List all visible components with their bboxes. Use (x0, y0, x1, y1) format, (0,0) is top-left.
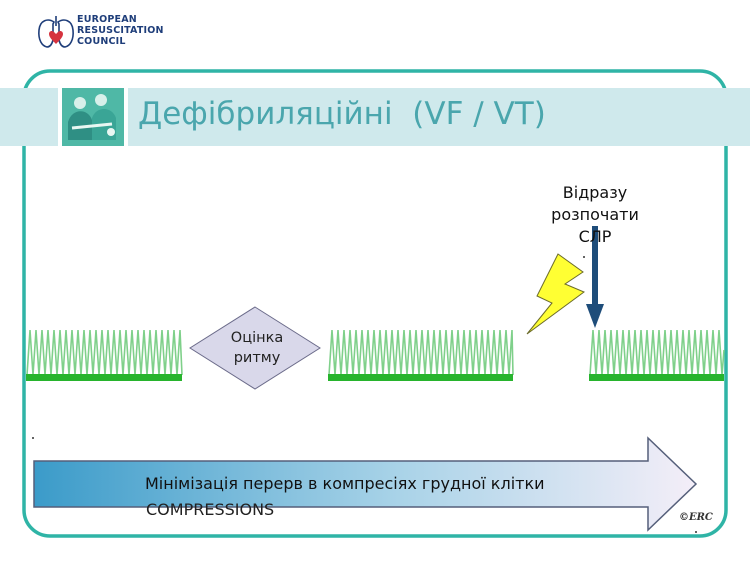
title-band-main (128, 88, 750, 146)
erc-signature: ©ERC (679, 512, 713, 523)
slide-title: Дефібриляційні (VF / VT) (138, 96, 546, 132)
title-band (0, 88, 58, 146)
lightning-bolt-icon (526, 253, 586, 335)
compressions-segment-3 (589, 329, 725, 381)
erc-logo-text: EUROPEAN RESUSCITATION COUNCIL (77, 14, 164, 47)
stray-dot (583, 256, 585, 258)
compressions-segment-1 (26, 329, 183, 381)
slide-frame (22, 69, 728, 538)
rhythm-check-label: Оцінка ритму (205, 328, 309, 368)
arrow-message: Мінімізація перерв в компресіях грудної … (145, 474, 545, 493)
immediate-cpr-line-3: СЛР (578, 227, 612, 246)
resuscitation-team-icon (62, 88, 124, 146)
down-arrow-icon (586, 226, 604, 328)
erc-logo-icon (38, 16, 74, 48)
immediate-cpr-line-1: Відразу (562, 183, 628, 202)
stray-dot (695, 531, 697, 533)
rhythm-check-line-2: ритму (233, 350, 281, 366)
rhythm-check-diamond (189, 306, 321, 390)
rhythm-check-line-1: Оцінка (230, 330, 284, 346)
logo-line-3: COUNCIL (77, 36, 126, 47)
logo-line-1: EUROPEAN (77, 14, 137, 25)
compressions-segment-2 (328, 329, 514, 381)
arrow-ghost-text: COMPRESSIONS (146, 500, 275, 519)
immediate-cpr-line-2: розпочати (551, 205, 639, 224)
logo-line-2: RESUSCITATION (77, 25, 164, 36)
stray-dot (32, 437, 34, 439)
minimize-interruptions-arrow (33, 436, 698, 532)
immediate-cpr-label: Відразу розпочати СЛР (530, 182, 660, 248)
